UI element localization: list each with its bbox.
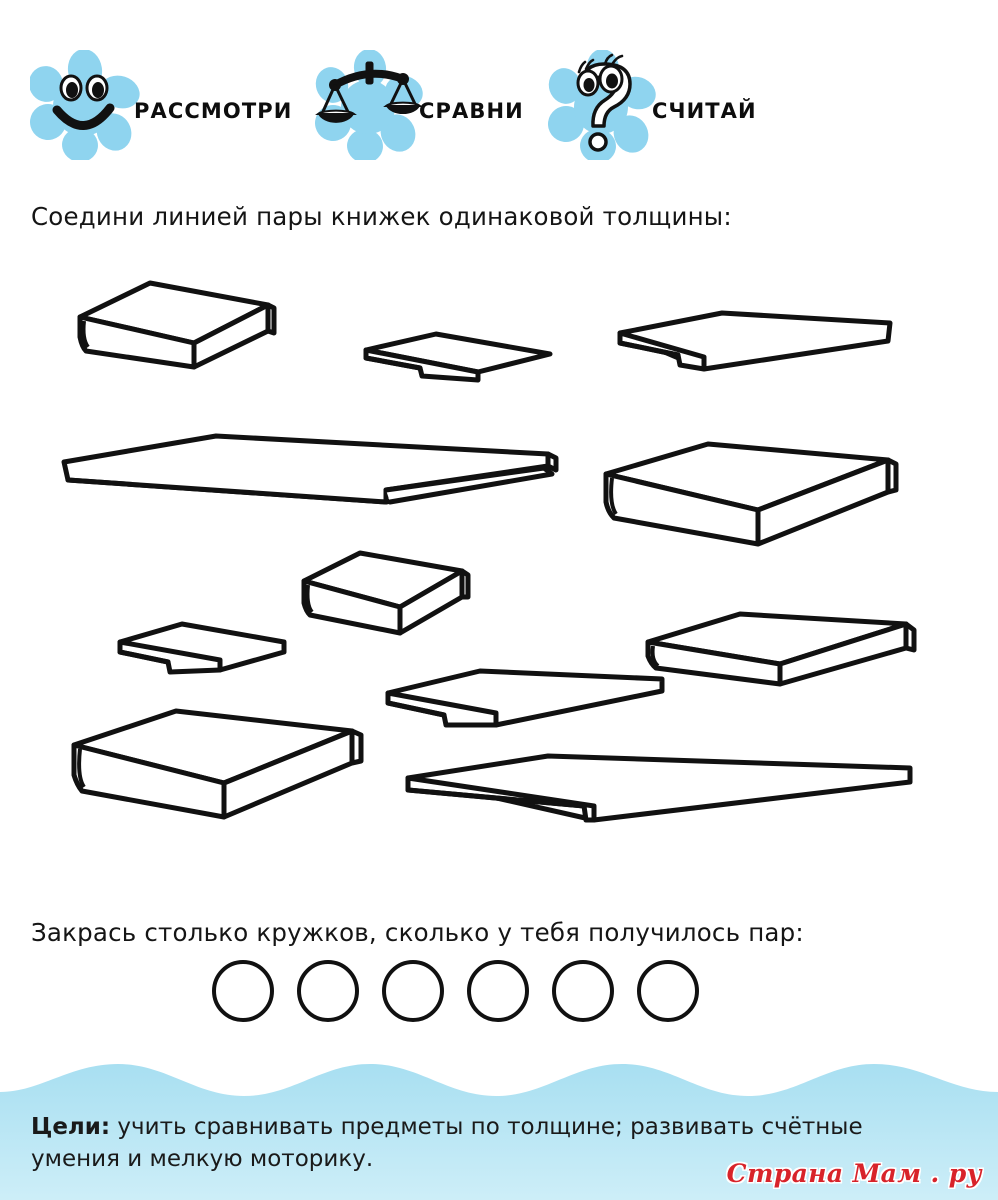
answer-circle[interactable]	[382, 960, 444, 1022]
answer-circle[interactable]	[467, 960, 529, 1022]
smiley-flower-icon	[28, 49, 140, 163]
header-label-schitay: СЧИТАЙ	[652, 99, 757, 123]
goals-body: учить сравнивать предметы по толщине; ра…	[31, 1114, 863, 1172]
book-thin-4[interactable]	[112, 618, 292, 678]
header-item-rassmotri: РАССМОТРИ	[28, 45, 293, 165]
balance-scales-flower-icon	[315, 49, 425, 164]
footer: Цели: учить сравнивать предметы по толщи…	[0, 1050, 998, 1200]
answer-circle[interactable]	[552, 960, 614, 1022]
book-thick-4[interactable]	[66, 705, 371, 830]
goals-label: Цели:	[31, 1114, 111, 1140]
header-icon-row: РАССМОТРИ	[0, 45, 998, 165]
book-thin-5[interactable]	[380, 665, 670, 735]
answer-circle[interactable]	[297, 960, 359, 1022]
answer-circle[interactable]	[212, 960, 274, 1022]
header-label-sravni: СРАВНИ	[419, 99, 524, 123]
book-thick-3[interactable]	[296, 547, 471, 642]
book-thick-2[interactable]	[598, 438, 903, 558]
question-mark-flower-icon	[548, 49, 658, 164]
book-thin-6[interactable]	[398, 750, 923, 830]
site-watermark: Страна Мам . ру	[726, 1159, 982, 1188]
answer-circle[interactable]	[637, 960, 699, 1022]
book-medium-1[interactable]	[640, 608, 920, 698]
instruction-text: Соедини линией пары книжек одинаковой то…	[31, 202, 732, 231]
footer-wave-decoration	[0, 1064, 998, 1200]
answer-circles-row	[212, 960, 772, 1030]
books-illustration-area	[0, 250, 998, 890]
book-thin-3[interactable]	[56, 430, 561, 515]
circles-task-text: Закрась столько кружков, сколько у тебя …	[31, 918, 804, 947]
header-item-sravni: СРАВНИ	[315, 45, 524, 165]
footer-goals-text: Цели: учить сравнивать предметы по толщи…	[31, 1112, 891, 1175]
header-item-schitay: СЧИТАЙ	[548, 45, 757, 165]
header-label-rassmotri: РАССМОТРИ	[134, 99, 293, 123]
book-thick-1[interactable]	[72, 275, 277, 375]
book-thin-2[interactable]	[612, 307, 897, 377]
book-thin-1[interactable]	[360, 328, 555, 383]
